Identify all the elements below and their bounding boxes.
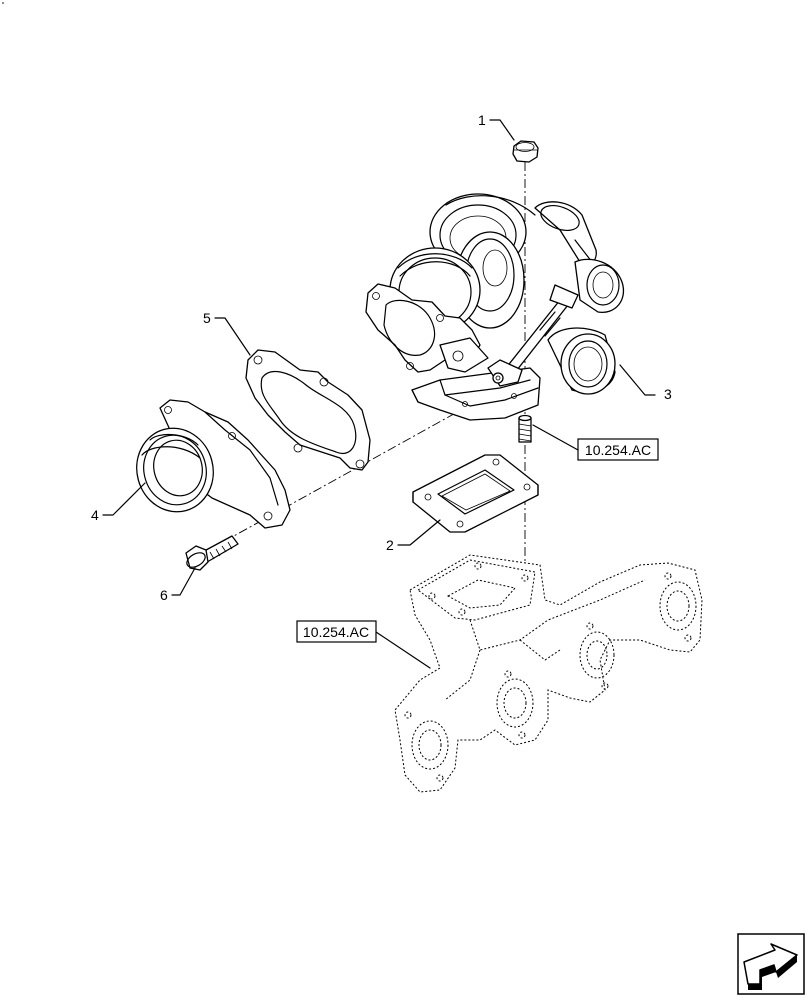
part-5-gasket[interactable] (245, 349, 371, 471)
callout-3: 3 (664, 386, 672, 402)
corner-mark (2, 2, 4, 4)
stud-pin[interactable] (518, 414, 532, 443)
part-2-gasket[interactable] (412, 454, 539, 533)
callout-4: 4 (91, 507, 99, 523)
exhaust-manifold-reference (394, 554, 703, 793)
reference-right-label: 10.254.AC (585, 442, 651, 458)
next-page-arrow-icon[interactable] (737, 933, 805, 995)
reference-box-left[interactable]: 10.254.AC (296, 620, 377, 643)
part-4-elbow[interactable] (127, 399, 291, 529)
part-1-nut[interactable] (512, 140, 539, 163)
callout-5: 5 (203, 310, 211, 326)
callout-6: 6 (160, 587, 168, 603)
reference-left-label: 10.254.AC (303, 624, 369, 640)
reference-box-right[interactable]: 10.254.AC (577, 438, 659, 461)
part-6-bolt[interactable] (184, 535, 239, 571)
leader-lines (102, 119, 656, 669)
part-3-turbocharger[interactable] (365, 193, 625, 421)
callout-2: 2 (386, 537, 394, 553)
callout-1: 1 (478, 112, 486, 128)
